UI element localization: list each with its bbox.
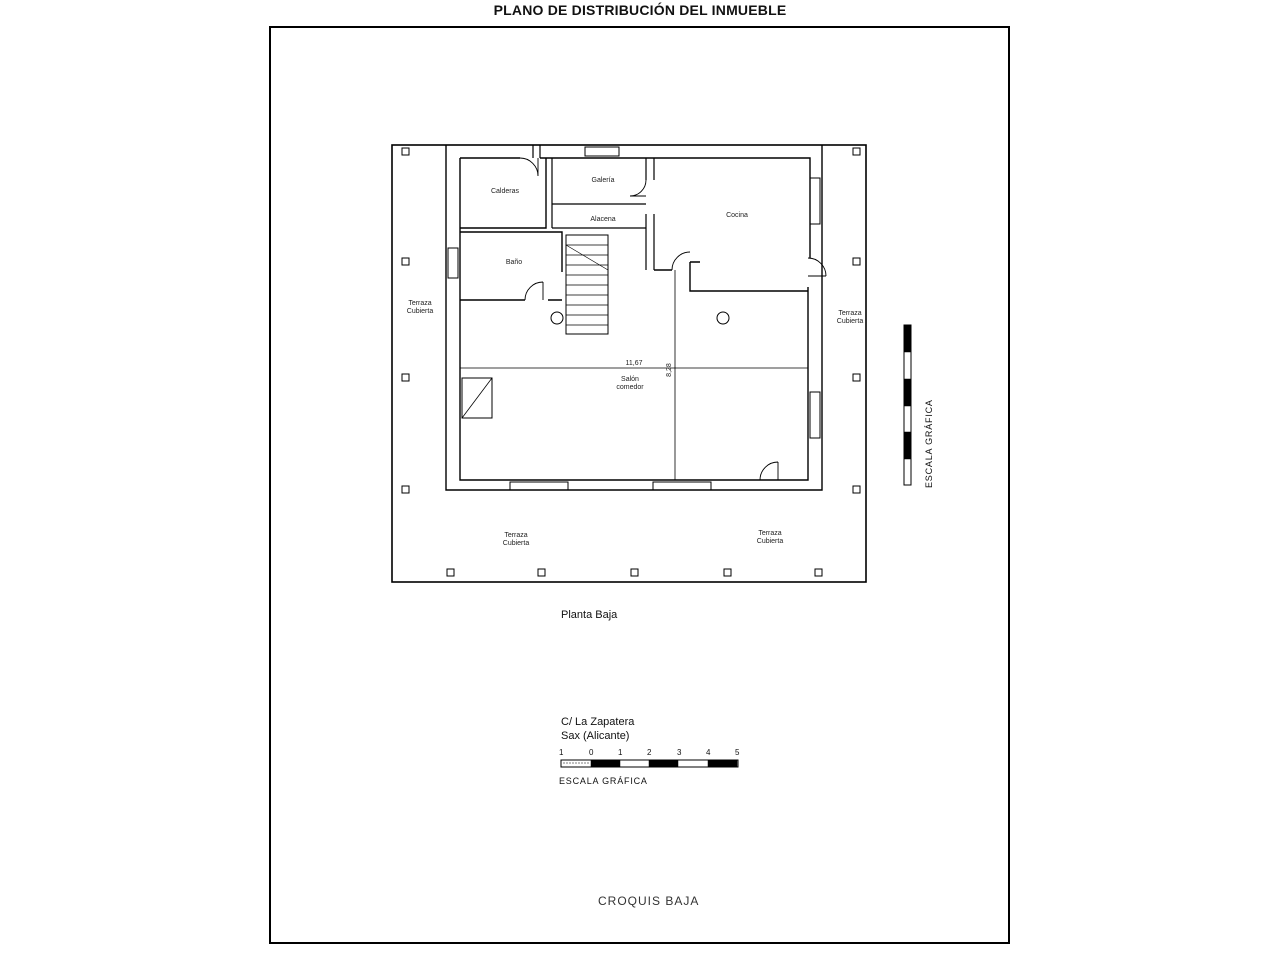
address-block: C/ La Zapatera Sax (Alicante)	[561, 715, 634, 743]
footer-label: CROQUIS BAJA	[598, 894, 700, 908]
page-title: PLANO DE DISTRIBUCIÓN DEL INMUEBLE	[493, 2, 787, 18]
terrace-label: Terraza Cubierta	[742, 530, 798, 546]
address-city: Sax (Alicante)	[561, 730, 630, 742]
window	[584, 146, 620, 157]
terrace-label: Terraza Cubierta	[392, 300, 448, 316]
scale-tick: 4	[706, 748, 712, 757]
door-swing	[807, 257, 827, 277]
terrace-line-2: Cubierta	[756, 538, 784, 545]
door-swing	[759, 461, 779, 481]
salon-line-1: Salón	[621, 376, 639, 383]
scale-tick: 1	[559, 748, 565, 757]
scale-tick: 5	[735, 748, 741, 757]
dimension-width: 11,67	[625, 360, 643, 367]
exterior-wall-inner	[459, 158, 809, 481]
scale-tick: 0	[589, 748, 595, 757]
light-fixture	[550, 311, 564, 325]
exterior-wall	[445, 145, 823, 491]
room-label-salon: Salón comedor	[600, 376, 660, 392]
terrace-line-1: Terraza	[408, 300, 432, 307]
pillars	[401, 147, 861, 577]
wall-bano	[460, 231, 563, 301]
door-swing	[671, 251, 691, 271]
scale-tick: 1	[618, 748, 624, 757]
scale-tick: 3	[677, 748, 683, 757]
vertical-scale	[903, 324, 912, 486]
vertical-scale-label: ESCALA GRÁFICA	[924, 399, 934, 488]
drawing-frame	[269, 26, 1010, 944]
salon-divisions	[460, 270, 808, 480]
door-swing	[629, 179, 647, 197]
floor-label: Planta Baja	[561, 609, 618, 621]
terrace-outline	[391, 144, 867, 583]
terrace-line-1: Terraza	[838, 310, 862, 317]
dimension-depth: 8,28	[666, 363, 673, 377]
room-label-alacena: Alacena	[590, 216, 616, 223]
terrace-line-1: Terraza	[504, 532, 528, 539]
terrace-line-2: Cubierta	[406, 308, 434, 315]
salon-line-2: comedor	[616, 384, 644, 391]
window	[809, 391, 821, 439]
address-street: C/ La Zapatera	[561, 716, 635, 728]
window	[447, 247, 459, 279]
window	[809, 177, 821, 225]
terrace-label: Terraza Cubierta	[488, 532, 544, 548]
horizontal-scale	[560, 759, 739, 768]
terrace-line-1: Terraza	[758, 530, 782, 537]
terrace-label: Terraza Cubierta	[822, 310, 878, 326]
staircase	[565, 234, 609, 335]
scale-tick: 2	[647, 748, 653, 757]
room-label-calderas: Calderas	[490, 188, 519, 195]
door-swing	[519, 157, 539, 177]
terrace-line-2: Cubierta	[502, 540, 530, 547]
wall-cocina	[654, 261, 808, 292]
light-fixture	[716, 311, 730, 325]
room-label-galeria: Galería	[591, 177, 615, 184]
wall-calderas	[460, 158, 547, 229]
fireplace	[461, 377, 493, 419]
terrace-line-2: Cubierta	[836, 318, 864, 325]
door-swing	[524, 281, 544, 301]
window	[652, 481, 712, 491]
room-label-bano: Baño	[505, 259, 523, 266]
room-label-cocina: Cocina	[726, 212, 748, 219]
window	[509, 481, 569, 491]
scale-label: ESCALA GRÁFICA	[559, 776, 648, 786]
wall-galeria	[551, 158, 646, 229]
